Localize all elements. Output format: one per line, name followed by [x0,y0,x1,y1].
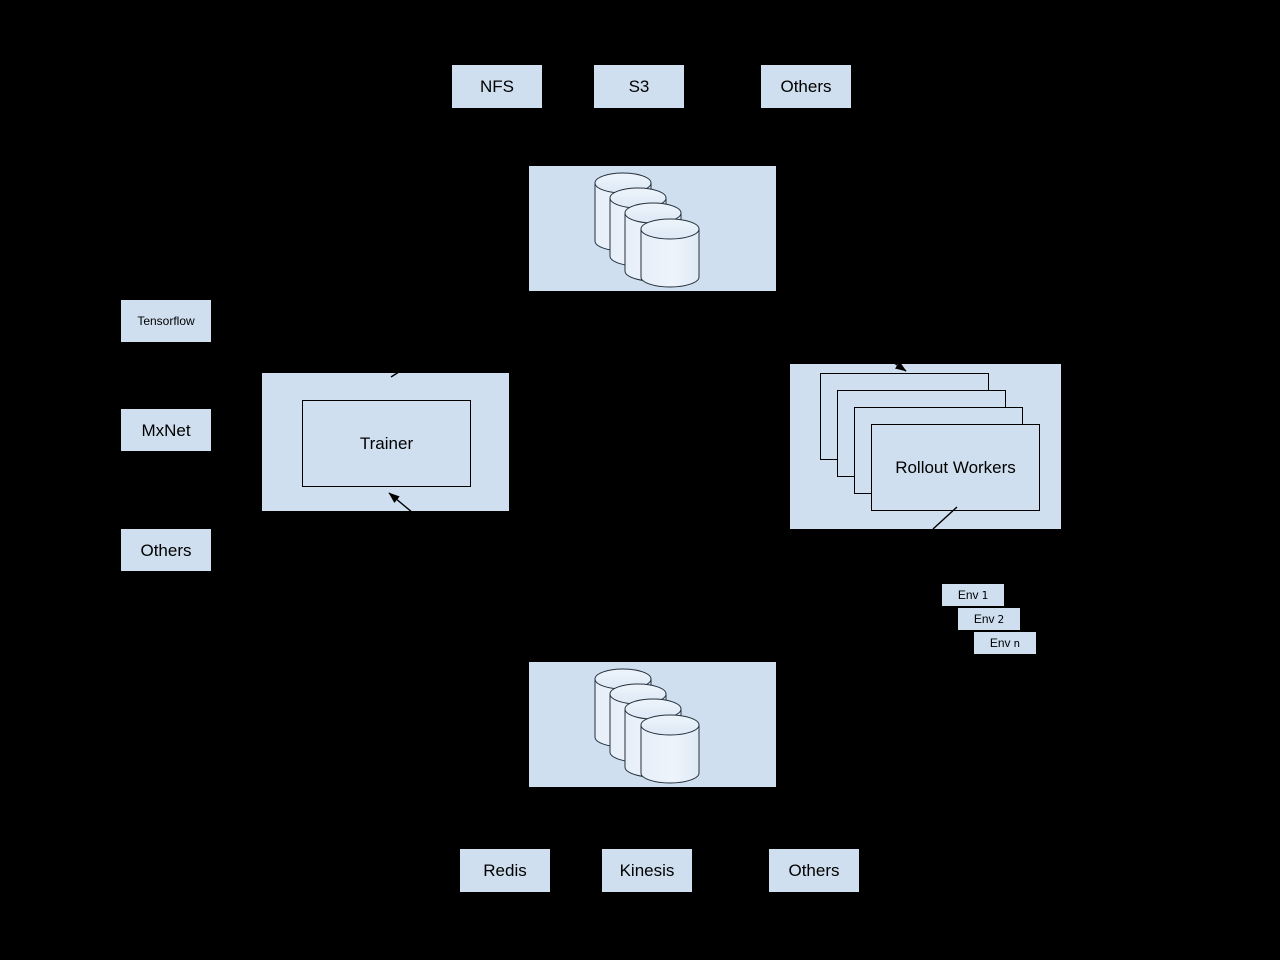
env-chip-n[interactable]: Env n [973,631,1037,655]
storage-node-s3[interactable]: S3 [593,64,685,109]
env-chip-2-word: Env [973,612,995,626]
storage-node-others-bottom[interactable]: Others [768,848,860,893]
rollout-workers-box[interactable]: Rollout Workers [871,424,1040,511]
storage-node-redis[interactable]: Redis [459,848,551,893]
framework-node-tensorflow[interactable]: Tensorflow [120,299,212,343]
env-chip-n-number: n [1013,636,1021,650]
lower-datastore-panel[interactable] [529,662,776,787]
framework-node-others[interactable]: Others [120,528,212,572]
storage-node-others-top[interactable]: Others [760,64,852,109]
env-chip-1[interactable]: Env 1 [941,583,1005,607]
framework-node-mxnet[interactable]: MxNet [120,408,212,452]
upper-datastore-panel[interactable] [529,166,776,291]
storage-node-nfs[interactable]: NFS [451,64,543,109]
trainer-box[interactable]: Trainer [302,400,471,487]
storage-node-kinesis[interactable]: Kinesis [601,848,693,893]
env-chip-2-number: 2 [997,612,1005,626]
env-chip-1-word: Env [957,588,979,602]
env-chip-1-number: 1 [981,588,989,602]
env-chip-n-word: Env [989,636,1011,650]
env-chip-2[interactable]: Env 2 [957,607,1021,631]
